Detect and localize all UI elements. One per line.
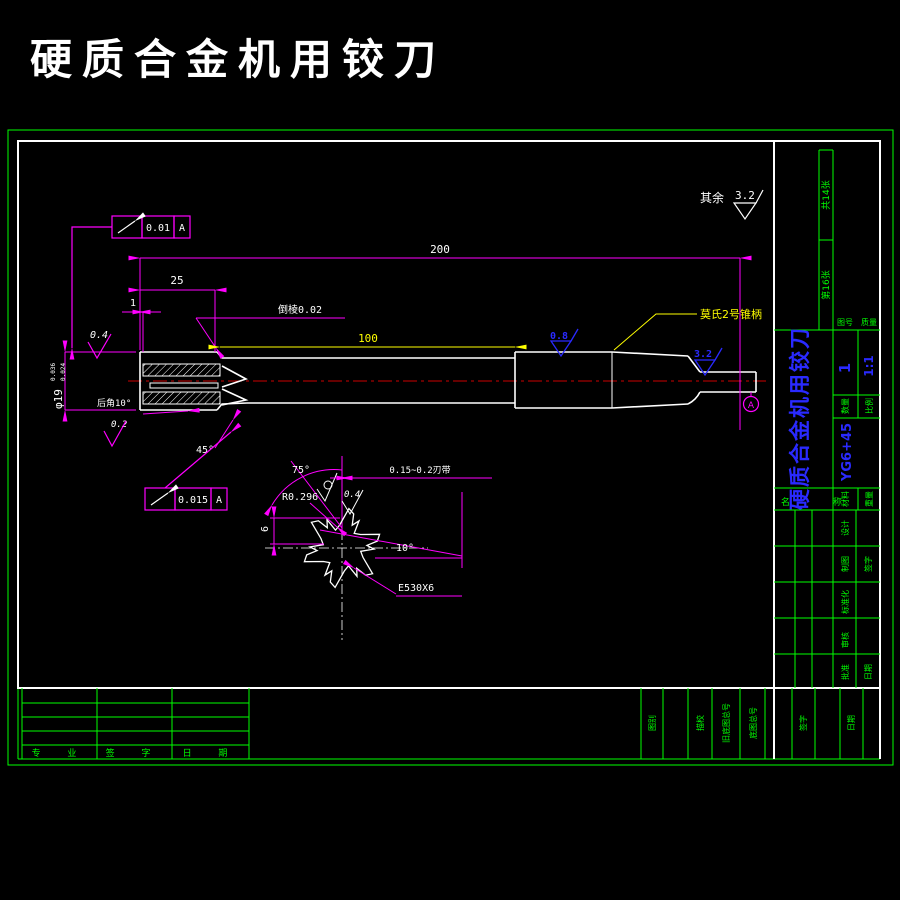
- general-roughness-prefix: 其余: [700, 190, 724, 205]
- gdt2-value: 0.015: [178, 495, 208, 506]
- gdt-frame-1: 0.01 A: [69, 212, 191, 360]
- col-sheet-no: 底图总号: [748, 707, 758, 739]
- runout-symbol-icon: [117, 212, 146, 234]
- bottom-signature-table: 专 业 签 字 日 期: [21, 688, 250, 759]
- chamfer-note: 倒棱0.02: [195, 303, 345, 359]
- col-drawing-type: 图别: [648, 715, 657, 731]
- runout-symbol-icon: [150, 484, 179, 506]
- angle-45-label: 45°: [196, 445, 214, 456]
- gdt-frame-2: 0.015 A: [144, 422, 242, 511]
- sign-row-check: 审核: [840, 632, 850, 648]
- dia-label: φ19: [52, 389, 65, 409]
- detail-dim-6-label: 6: [260, 526, 271, 532]
- roughness-32-label: 3.2: [694, 349, 712, 360]
- detail-radius: R0.296: [282, 492, 348, 537]
- table-col-signature: 签 字: [106, 747, 163, 759]
- relief-angle-label: 后角10°: [97, 397, 131, 409]
- dim-25: 25: [128, 274, 227, 352]
- flute-cross-section: [303, 507, 381, 589]
- dim-200: 200: [128, 243, 752, 430]
- sheet-no: 第16张: [820, 270, 832, 299]
- roughness-symbol-icon: [732, 189, 764, 221]
- material-label: 材料: [840, 491, 850, 507]
- shank-note: 莫氏2号锥柄: [613, 308, 762, 351]
- detail-angle-10: 10°: [319, 492, 463, 568]
- col-old-sheet-no: 旧底图总号: [721, 703, 731, 743]
- roughness-symbol-icon: [693, 347, 723, 377]
- sign-row-design: 设计: [840, 520, 850, 536]
- part-name-vertical: 硬质合金机用铰刀: [788, 326, 812, 510]
- roughness-04-label: 0.4: [90, 330, 108, 341]
- dim-25-label: 25: [170, 274, 183, 287]
- qty-value: 1: [836, 363, 854, 373]
- roughness-02: 0.2: [103, 420, 127, 448]
- dim-1-label: 1: [130, 298, 136, 309]
- title-block: 共14张 第16张 图号 质量 硬质合金机用铰刀 名 称 1 1:1 数量 比例…: [774, 149, 880, 688]
- qty-label: 数量: [840, 398, 850, 414]
- name-label: 名 称: [781, 496, 862, 508]
- col-trace-check: 描校: [695, 715, 705, 731]
- table-col-major: 专 业: [32, 747, 89, 759]
- scale-label: 比例: [864, 398, 874, 414]
- dim-200-label: 200: [430, 243, 450, 256]
- gdt1-value: 0.01: [146, 223, 170, 234]
- detail-roughness-04-label: 0.4: [344, 490, 360, 500]
- detail-angle-10-label: 10°: [396, 543, 414, 554]
- sign-row-draw: 制图: [840, 556, 850, 572]
- detail-roughness-symbol: [316, 472, 338, 503]
- general-roughness: 其余 3.2: [700, 189, 764, 221]
- sign-row-standard: 标准化: [840, 590, 850, 614]
- roughness-08: 0.8: [549, 328, 579, 358]
- dia-tol-upper: 0.036: [50, 363, 57, 381]
- detail-radius-label: R0.296: [282, 492, 318, 503]
- detail-view: 6 75° 0.4 R0.296 0.15~0.2刃带: [260, 456, 492, 640]
- dia-tol-lower: 0.024: [60, 363, 67, 381]
- detail-angle-75-label: 75°: [292, 465, 310, 476]
- dim-100: 100: [208, 332, 527, 350]
- detail-code-label: E530X6: [398, 583, 434, 594]
- mass-label: 质量: [861, 317, 877, 327]
- fig-no-label: 图号: [837, 318, 853, 327]
- reamer-outline: [139, 351, 757, 411]
- detail-land-dim: 0.15~0.2刃带: [330, 465, 492, 481]
- col-date: 日期: [847, 715, 856, 731]
- roughness-02-label: 0.2: [111, 420, 127, 430]
- detail-dim-6: 6: [260, 506, 340, 556]
- bottom-field-columns: 图别 描校 旧底图总号 底图总号 签字 日期: [640, 688, 864, 759]
- datum-a-label: A: [748, 401, 755, 411]
- sign-col-date: 日期: [864, 664, 873, 680]
- sign-row-approve: 批准: [840, 664, 850, 680]
- relief-angle-note: 后角10°: [97, 397, 200, 415]
- detail-code: E530X6: [342, 559, 462, 597]
- sign-col-signature: 签字: [863, 556, 873, 572]
- angle-45-note: 45°: [196, 409, 242, 456]
- material-value: YG6+45: [840, 423, 855, 482]
- roughness-check-icon: [87, 333, 112, 360]
- chamfer-note-label: 倒棱0.02: [278, 303, 322, 316]
- general-roughness-value: 3.2: [735, 189, 755, 202]
- col-signature: 签字: [798, 715, 808, 731]
- gdt2-datum: A: [216, 495, 222, 506]
- carbide-insert-hatching: [142, 363, 221, 405]
- sheet-inner-frame: [17, 140, 881, 759]
- sheet-total: 共14张: [821, 180, 832, 209]
- table-col-date: 日 期: [183, 748, 240, 759]
- scale-value: 1:1: [862, 355, 876, 377]
- weight-label: 重量: [864, 491, 874, 507]
- dim-1: 1: [122, 298, 161, 352]
- roughness-04-left: 0.4: [87, 330, 112, 360]
- datum-a: A: [742, 392, 760, 413]
- detail-angle-75: 75°: [264, 460, 343, 529]
- dim-100-label: 100: [358, 332, 378, 345]
- roughness-symbol-icon: [549, 328, 579, 358]
- roughness-32-shank: 3.2: [693, 347, 723, 377]
- page-title: 硬质合金机用铰刀: [30, 35, 446, 84]
- shank-note-label: 莫氏2号锥柄: [700, 308, 762, 321]
- detail-roughness-04: 0.4: [341, 489, 364, 515]
- roughness-08-label: 0.8: [550, 331, 568, 342]
- gdt1-datum: A: [179, 223, 185, 234]
- sheet-border: [7, 129, 894, 766]
- detail-land-label: 0.15~0.2刃带: [389, 465, 450, 476]
- roughness-check-icon: [103, 420, 127, 448]
